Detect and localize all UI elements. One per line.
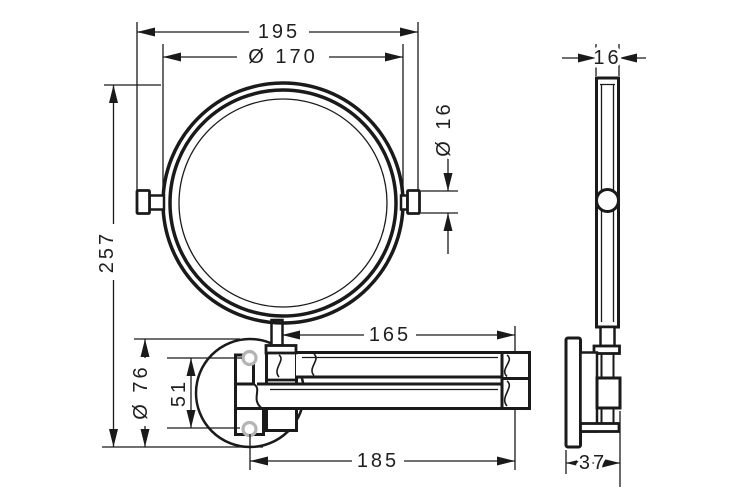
dim-label-screw-spacing: 51	[168, 379, 190, 407]
dim-lower-arm: 185	[249, 434, 515, 476]
wall-plate-side	[564, 336, 582, 449]
dim-mirror-diameter: Ø 170	[162, 43, 404, 192]
dim-overall-width: 195	[136, 18, 419, 190]
dim-label-mirror-diameter: Ø 170	[248, 46, 317, 68]
pivot-ball	[595, 188, 620, 213]
dim-label-upper-arm: 165	[369, 324, 411, 346]
dim-knob-diameter: Ø 16	[421, 98, 459, 254]
dim-overall-height: 257	[93, 84, 263, 448]
dim-label-knob-diameter: Ø 16	[433, 101, 455, 156]
mounting-screw-top	[241, 349, 258, 367]
side-view	[564, 76, 622, 449]
collar-side	[592, 344, 621, 355]
upper-arm-bar	[296, 351, 529, 379]
dim-plate-diameter: Ø 76	[127, 338, 240, 447]
bracket-spacer-side	[579, 351, 599, 433]
mirror-stem	[264, 318, 298, 355]
pivot-knob-right	[399, 189, 421, 215]
clamp-block-side	[595, 376, 622, 410]
lower-arm-bar	[252, 382, 529, 410]
mounting-screw-bottom	[241, 420, 258, 438]
dim-label-overall-width: 195	[258, 21, 300, 43]
dim-label-overall-height: 257	[96, 231, 118, 273]
dim-label-lower-arm: 185	[357, 450, 399, 472]
dim-wall-depth: 37	[565, 411, 621, 487]
dim-screw-spacing: 51	[165, 357, 242, 429]
dim-upper-arm: 165	[282, 321, 516, 470]
dim-label-wall-depth: 37	[579, 452, 607, 474]
pivot-knob-left	[135, 189, 166, 215]
bottom-cap-side	[579, 422, 621, 433]
dim-mirror-thickness: 16	[562, 44, 646, 76]
dim-label-plate-diameter: Ø 76	[130, 364, 152, 419]
front-view	[135, 81, 531, 449]
mirror-outline	[161, 81, 405, 325]
arm-elbow-block	[500, 351, 531, 410]
stem-neck-side	[599, 325, 616, 348]
dim-label-mirror-thickness: 16	[593, 47, 621, 69]
